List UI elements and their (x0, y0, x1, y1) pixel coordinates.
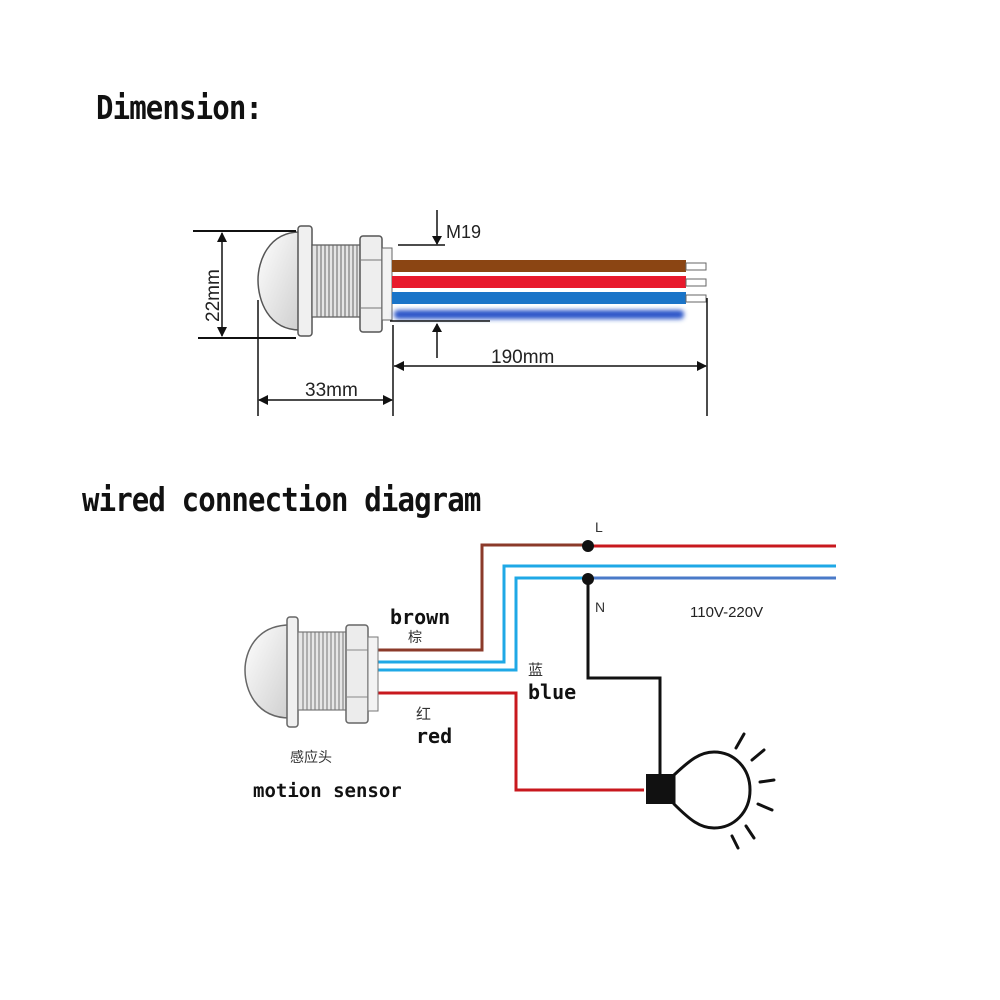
sensor-dome (257, 231, 301, 331)
dim-wire-brown (392, 260, 686, 272)
voltage-label: 110V-220V (690, 604, 763, 621)
height-label: 22mm (203, 269, 224, 322)
wiring-heading: wired connection diagram (82, 480, 481, 519)
junction-neutral (582, 573, 594, 585)
dim-wire-red (392, 276, 686, 288)
lamp-neutral-wire (586, 579, 662, 774)
dim-wire-blue (392, 292, 686, 304)
red-label-en: red (416, 724, 452, 748)
live-label: L (595, 519, 603, 535)
sensor-label-cn: 感应头 (290, 749, 332, 765)
brown-label-en: brown (390, 605, 450, 629)
red-label-cn: 红 (416, 706, 431, 723)
motion-sensor-icon (244, 616, 379, 728)
thread-lines (316, 245, 358, 317)
wiring-diagram: L N 110V-220V (244, 519, 836, 850)
blue-wire-2 (376, 576, 590, 672)
thread-size-label: M19 (446, 222, 481, 242)
red-wire (376, 691, 644, 792)
blue-label-cn: 蓝 (528, 662, 543, 679)
light-bulb-icon (646, 732, 776, 850)
sensor-flange (297, 225, 313, 337)
dimension-heading: Dimension: (96, 88, 263, 127)
brown-label-cn: 棕 (408, 629, 422, 645)
neutral-label: N (595, 599, 605, 615)
junction-live (582, 540, 594, 552)
sensor-label-en: motion sensor (253, 780, 402, 802)
sensor-nut (359, 235, 383, 333)
dim-wire-blue-shadow (394, 310, 684, 319)
wire-length-label: 190mm (491, 347, 554, 368)
head-length-label: 33mm (305, 380, 358, 401)
blue-wire (376, 564, 590, 664)
blue-label-en: blue (528, 680, 576, 704)
brown-wire (376, 543, 586, 652)
dimension-drawing: M19 22mm 33mm 190mm (193, 210, 708, 416)
